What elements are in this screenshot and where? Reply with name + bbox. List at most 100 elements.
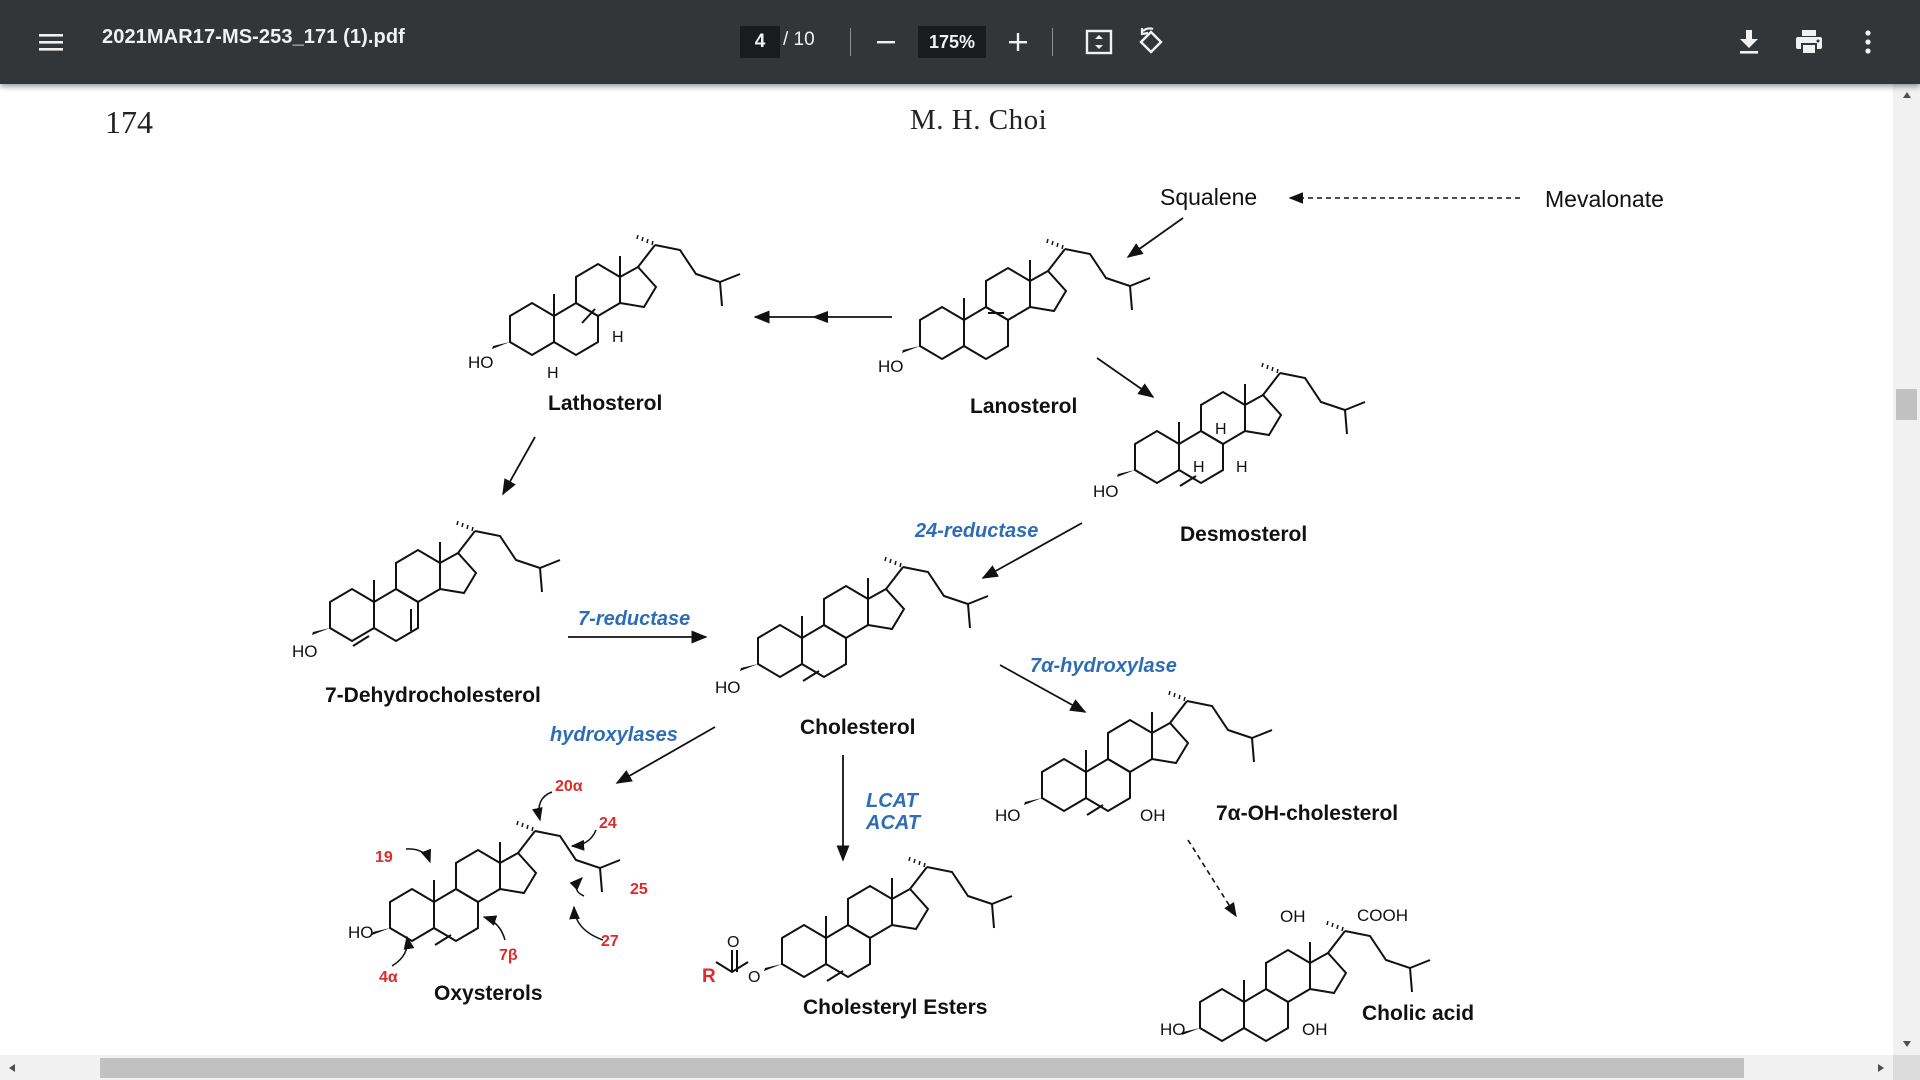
structure-cholesterol <box>739 556 989 678</box>
label-cholic-acid: Cholic acid <box>1362 1002 1474 1025</box>
horizontal-scrollbar-thumb[interactable] <box>100 1058 1744 1078</box>
double-bond <box>1179 475 1197 487</box>
scrollbar-corner <box>1893 1055 1920 1080</box>
atom-ho: HO <box>348 923 374 942</box>
atom-o: O <box>748 969 760 986</box>
atom-ho: HO <box>1093 482 1119 501</box>
atom-r: R <box>702 966 716 987</box>
menu-icon <box>39 34 63 51</box>
zoom-level-input[interactable]: 175% <box>918 26 986 58</box>
caret-left-icon <box>9 1064 15 1072</box>
position-25: 25 <box>630 881 648 898</box>
toolbar-divider <box>1052 28 1053 56</box>
position-27: 27 <box>601 933 619 950</box>
enzyme-7a-hydroxylase: 7α-hydroxylase <box>1030 655 1177 677</box>
double-bond <box>1086 804 1104 816</box>
double-bond <box>826 970 844 982</box>
toolbar-divider <box>850 28 851 56</box>
atom-o: O <box>727 934 739 951</box>
label-7a-oh-cholesterol: 7α-OH-cholesterol <box>1216 802 1398 825</box>
zoom-out-button[interactable] <box>868 24 904 60</box>
enzyme-7-reductase: 7-reductase <box>578 608 690 630</box>
fit-to-page-button[interactable] <box>1080 23 1118 61</box>
fit-to-page-icon <box>1085 29 1113 55</box>
enzyme-acat: ACAT <box>865 812 922 834</box>
page-total: / 10 <box>783 29 815 50</box>
plus-icon <box>1009 33 1027 51</box>
atom-h: H <box>612 329 624 346</box>
more-vert-icon <box>1865 30 1871 54</box>
double-bond <box>581 308 596 324</box>
structure-7a-oh-cholesterol <box>1023 690 1273 812</box>
scroll-right-arrow[interactable] <box>1871 1058 1891 1078</box>
arrow-cholesterol-oxysterols <box>615 726 716 784</box>
arrow-squalene-lanosterol <box>1126 217 1184 258</box>
label-desmosterol: Desmosterol <box>1180 523 1307 546</box>
page-number: 174 <box>105 104 153 140</box>
vertical-scrollbar-thumb[interactable] <box>1896 389 1917 420</box>
scroll-down-arrow[interactable] <box>1893 1035 1920 1053</box>
label-mevalonate: Mevalonate <box>1545 186 1664 212</box>
atom-h: H <box>1193 459 1205 476</box>
document-viewer[interactable]: 174 M. H. Choi <box>0 84 1920 1080</box>
page-number-input[interactable]: 4 <box>740 26 780 58</box>
position-20a: 20α <box>555 778 583 795</box>
double-bond <box>802 670 820 682</box>
menu-button[interactable] <box>30 22 72 62</box>
rotate-icon <box>1139 27 1163 54</box>
atom-cooh: COOH <box>1357 906 1408 925</box>
label-squalene: Squalene <box>1160 184 1257 210</box>
label-oxysterols: Oxysterols <box>434 982 543 1005</box>
arrow-cholesterol-7a-oh <box>999 664 1087 713</box>
position-24: 24 <box>599 815 617 832</box>
running-head: M. H. Choi <box>910 104 1048 136</box>
caret-right-icon <box>1878 1064 1884 1072</box>
rotate-button[interactable] <box>1132 23 1170 61</box>
atom-h: H <box>1215 421 1227 438</box>
position-19: 19 <box>375 849 393 866</box>
structure-lanosterol <box>901 238 1151 360</box>
label-7-dehydrocholesterol: 7-Dehydrocholesterol <box>325 684 541 707</box>
scroll-up-arrow[interactable] <box>1893 86 1920 104</box>
pdf-toolbar: 2021MAR17-MS-253_171 (1).pdf 4 / 10 175% <box>0 0 1920 84</box>
atom-h: H <box>1236 459 1248 476</box>
arrow-lathosterol-7dhc <box>502 436 536 496</box>
arrow-head <box>812 311 828 323</box>
more-options-button[interactable] <box>1850 22 1886 62</box>
vertical-scrollbar[interactable] <box>1893 84 1920 1055</box>
minus-icon <box>877 41 895 44</box>
arrow-7a-oh-cholic-acid <box>1187 839 1237 918</box>
double-bond <box>434 934 452 946</box>
atom-ho: HO <box>715 678 741 697</box>
atom-oh: OH <box>1140 806 1166 825</box>
download-icon <box>1740 30 1758 54</box>
label-cholesteryl-esters: Cholesteryl Esters <box>803 996 987 1019</box>
structure-7-dehydrocholesterol <box>311 520 561 642</box>
caret-down-icon <box>1902 1041 1911 1047</box>
scroll-left-arrow[interactable] <box>2 1058 22 1078</box>
pdf-page: 174 M. H. Choi <box>0 84 1893 1055</box>
atom-ho: HO <box>468 353 494 372</box>
download-button[interactable] <box>1730 22 1768 62</box>
atom-h: H <box>547 365 559 382</box>
print-icon <box>1796 30 1822 55</box>
atom-ho: HO <box>878 357 904 376</box>
atom-ho: HO <box>292 642 318 661</box>
atom-ho: HO <box>1160 1020 1186 1039</box>
enzyme-hydroxylases: hydroxylases <box>550 724 678 746</box>
atom-oh: OH <box>1280 907 1306 926</box>
structure-cholesteryl-esters <box>763 856 1013 978</box>
atom-ho: HO <box>995 806 1021 825</box>
label-lanosterol: Lanosterol <box>970 395 1077 418</box>
zoom-in-button[interactable] <box>1000 24 1036 60</box>
enzyme-lcat: LCAT <box>866 790 920 812</box>
label-cholesterol: Cholesterol <box>800 716 916 739</box>
enzyme-24-reductase: 24-reductase <box>914 520 1038 542</box>
arrow-lanosterol-desmosterol <box>1096 357 1155 398</box>
double-bond <box>352 635 370 647</box>
atom-oh: OH <box>1302 1020 1328 1039</box>
position-4a: 4α <box>379 969 398 986</box>
print-button[interactable] <box>1788 22 1830 62</box>
document-title: 2021MAR17-MS-253_171 (1).pdf <box>102 26 405 48</box>
cholesterol-pathway-figure: Squalene Mevalonate HO H H Lathosterol H… <box>292 184 1664 1042</box>
